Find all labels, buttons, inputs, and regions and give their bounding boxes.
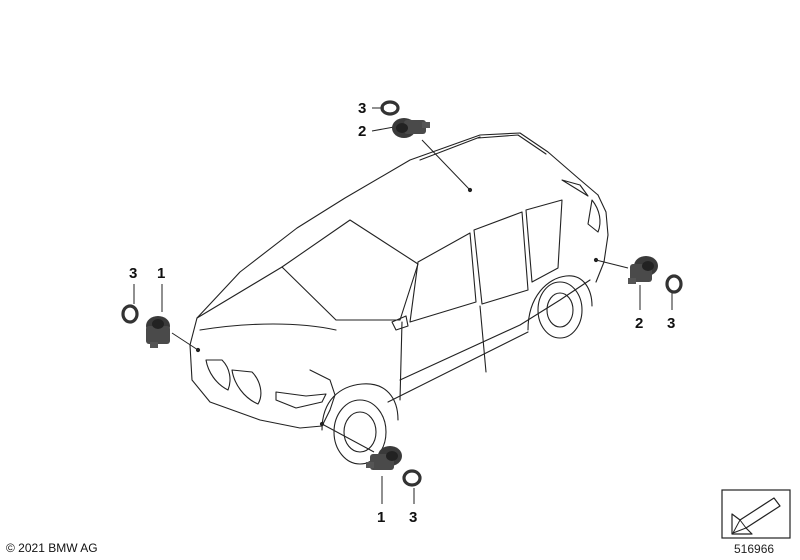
leader-dot-rear-right bbox=[593, 257, 599, 263]
parking-sensor-icon bbox=[628, 256, 658, 284]
leader-rear-right bbox=[595, 259, 629, 269]
sealing-ring-icon bbox=[402, 469, 422, 487]
callout-front-left-sensor: 1 bbox=[157, 265, 165, 282]
parking-sensor-icon bbox=[146, 316, 170, 348]
door-line-front bbox=[399, 321, 403, 401]
front-wheel-arch bbox=[321, 383, 399, 431]
leader-roof bbox=[421, 139, 471, 191]
callout-rear-right-sensor: 2 bbox=[635, 315, 643, 332]
sealing-ring-icon bbox=[665, 274, 683, 294]
rear-hub bbox=[546, 292, 574, 328]
leader-num-roof-sensor bbox=[371, 126, 395, 132]
front-wheel bbox=[333, 399, 387, 465]
rocker bbox=[387, 331, 529, 403]
callout-roof-sensor: 2 bbox=[358, 123, 366, 140]
rear-wheel bbox=[537, 281, 583, 339]
grille-left bbox=[205, 359, 231, 391]
leader-lines bbox=[133, 107, 673, 504]
front-hub bbox=[343, 411, 377, 453]
callout-front-bottom-sensor: 1 bbox=[377, 509, 385, 526]
car-body bbox=[189, 132, 609, 465]
roof-rail bbox=[419, 134, 547, 161]
sealing-ring-icon bbox=[121, 304, 139, 324]
car-roof-outline bbox=[196, 132, 599, 319]
rear-spoiler bbox=[561, 179, 589, 197]
front-side-window bbox=[409, 232, 477, 323]
quarter-window bbox=[525, 199, 563, 283]
copyright-text: © 2021 BMW AG bbox=[6, 541, 98, 555]
parking-sensor-icon bbox=[366, 446, 402, 470]
leader-dot-roof bbox=[467, 187, 473, 193]
callout-roof-ring: 3 bbox=[358, 100, 366, 117]
reference-number: 516966 bbox=[734, 542, 775, 556]
rear-hatch bbox=[595, 194, 609, 283]
hood bbox=[196, 266, 401, 331]
callout-numbers: 3 2 3 1 2 3 1 3 bbox=[129, 100, 675, 526]
parking-sensors bbox=[146, 118, 658, 470]
rear-side-window bbox=[473, 211, 529, 305]
callout-front-left-ring: 3 bbox=[129, 265, 137, 282]
leader-front-bottom bbox=[321, 423, 375, 453]
rear-light bbox=[587, 199, 601, 233]
leader-front-left bbox=[171, 332, 199, 351]
sealing-rings bbox=[121, 100, 683, 487]
lower-side bbox=[399, 279, 591, 381]
direction-arrow-icon bbox=[721, 489, 791, 539]
leader-dot-front-left bbox=[195, 347, 201, 353]
door-line-rear bbox=[479, 305, 487, 373]
leader-dot-front-bottom bbox=[319, 421, 325, 427]
sealing-ring-icon bbox=[380, 100, 400, 116]
front-face bbox=[189, 317, 198, 346]
rear-wheel-arch bbox=[527, 275, 593, 331]
side-mirror bbox=[391, 315, 409, 331]
callout-rear-right-ring: 3 bbox=[667, 315, 675, 332]
windshield bbox=[281, 219, 419, 321]
front-corner bbox=[309, 369, 336, 411]
callout-front-bottom-ring: 3 bbox=[409, 509, 417, 526]
parking-sensor-icon bbox=[392, 118, 430, 138]
headlight bbox=[275, 391, 327, 409]
grille-right bbox=[231, 369, 262, 405]
